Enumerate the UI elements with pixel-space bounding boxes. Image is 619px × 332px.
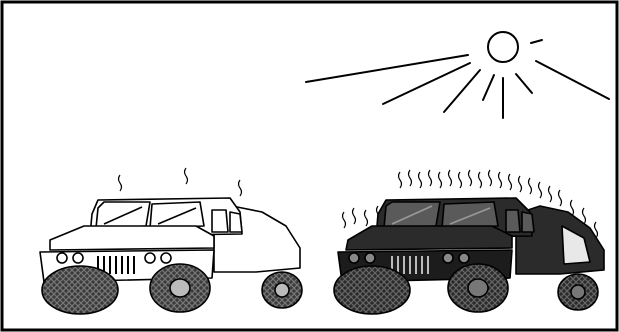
- tire: [42, 266, 118, 314]
- tire: [334, 266, 410, 314]
- sun-disc: [488, 32, 518, 62]
